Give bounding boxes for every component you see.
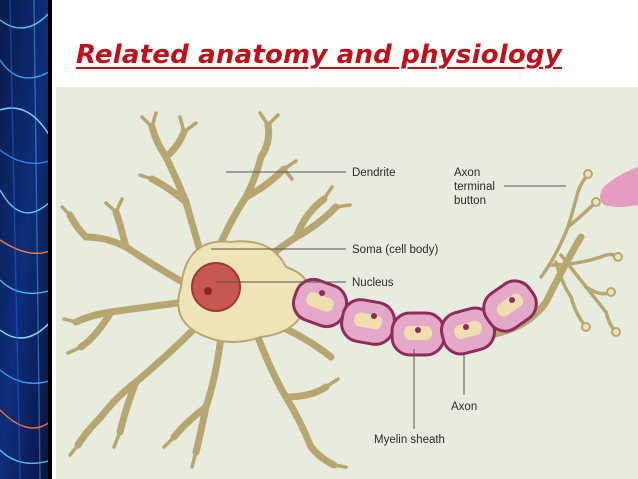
label-dendrite: Dendrite <box>352 167 395 179</box>
neuron-diagram: Dendrite Axon terminal button Soma (cell… <box>56 87 638 479</box>
label-axon: Axon <box>451 401 477 413</box>
decorative-strip-art <box>0 0 52 479</box>
slide-title: Related anatomy and physiology <box>76 40 562 70</box>
label-soma: Soma (cell body) <box>352 244 438 256</box>
label-axon-terminal-line2: terminal <box>454 181 495 193</box>
nucleolus <box>204 287 212 295</box>
label-axon-terminal-line3: button <box>454 195 486 207</box>
target-cell <box>600 167 638 207</box>
nucleus <box>191 262 241 312</box>
myelin-sheath-segments <box>291 277 538 357</box>
label-leader-lines <box>211 171 566 429</box>
label-myelin-sheath: Myelin sheath <box>374 434 445 446</box>
dendrite-twigs <box>60 111 352 469</box>
label-nucleus: Nucleus <box>352 277 394 289</box>
dendrites <box>66 121 340 469</box>
terminal-buttons <box>581 169 623 337</box>
label-axon-terminal-line1: Axon <box>454 167 480 179</box>
decorative-side-strip <box>0 0 52 479</box>
